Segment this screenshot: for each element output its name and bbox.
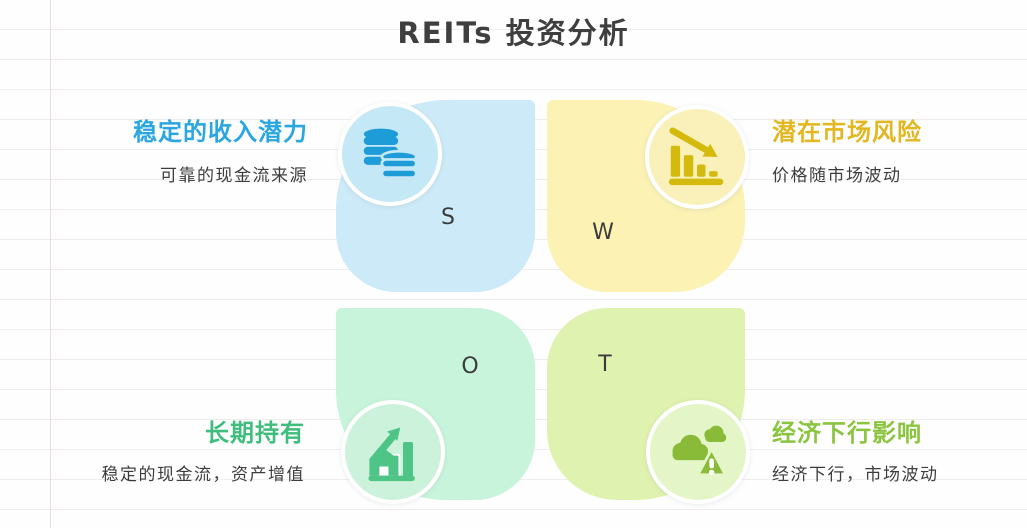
- quadrant-letter-opportunities: O: [461, 354, 479, 379]
- icon-circle-opportunities: [341, 400, 445, 504]
- quadrant-title-strengths: 稳定的收入潜力: [133, 118, 308, 146]
- quadrant-subtitle-strengths: 可靠的现金流来源: [160, 166, 308, 185]
- house-growth-chart-icon: [364, 422, 422, 482]
- page-title: REITs 投资分析: [397, 16, 630, 50]
- notebook-margin-line: [50, 0, 51, 528]
- quadrant-title-weaknesses: 潜在市场风险: [772, 118, 922, 146]
- icon-circle-threats: [646, 400, 750, 504]
- coins-stack-icon: [361, 126, 419, 182]
- declining-bar-chart-icon: [668, 127, 726, 187]
- quadrant-subtitle-weaknesses: 价格随市场波动: [772, 166, 902, 185]
- icon-circle-weaknesses: [645, 105, 749, 209]
- quadrant-letter-strengths: S: [441, 205, 455, 230]
- quadrant-letter-weaknesses: W: [592, 220, 614, 245]
- quadrant-title-opportunities: 长期持有: [205, 419, 305, 447]
- quadrant-subtitle-opportunities: 稳定的现金流，资产增值: [101, 465, 305, 484]
- storm-cloud-warning-icon: [668, 423, 728, 481]
- icon-circle-strengths: [338, 102, 442, 206]
- quadrant-letter-threats: T: [598, 352, 612, 377]
- quadrant-title-threats: 经济下行影响: [772, 419, 922, 447]
- quadrant-subtitle-threats: 经济下行，市场波动: [772, 465, 939, 484]
